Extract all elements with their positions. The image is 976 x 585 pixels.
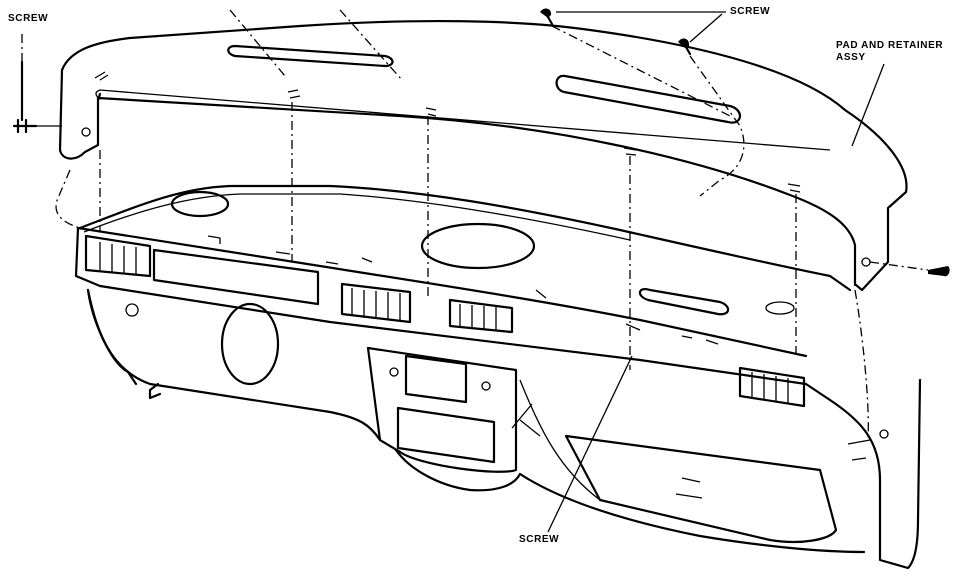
screw-top-left xyxy=(12,30,62,134)
screw-top-right-1 xyxy=(540,8,731,117)
pad-leader-line xyxy=(851,63,885,147)
screw-label-bottom: SCREW xyxy=(519,534,560,545)
pad-and-retainer-label-line1: PAD AND RETAINER xyxy=(836,40,944,51)
screw-bottom xyxy=(547,355,633,533)
pad-and-retainer-label-line2: ASSY xyxy=(836,52,866,63)
alignment-lines xyxy=(55,9,869,441)
screw-label-top-right: SCREW xyxy=(730,6,771,17)
pad-and-retainer-assembly xyxy=(58,19,908,292)
instrument-panel xyxy=(74,184,922,570)
screw-label-top-left: SCREW xyxy=(8,13,49,24)
screw-top-right-2 xyxy=(678,13,745,197)
screw-right-side xyxy=(869,261,950,277)
pad-and-retainer-label: PAD AND RETAINER ASSY xyxy=(836,40,943,64)
